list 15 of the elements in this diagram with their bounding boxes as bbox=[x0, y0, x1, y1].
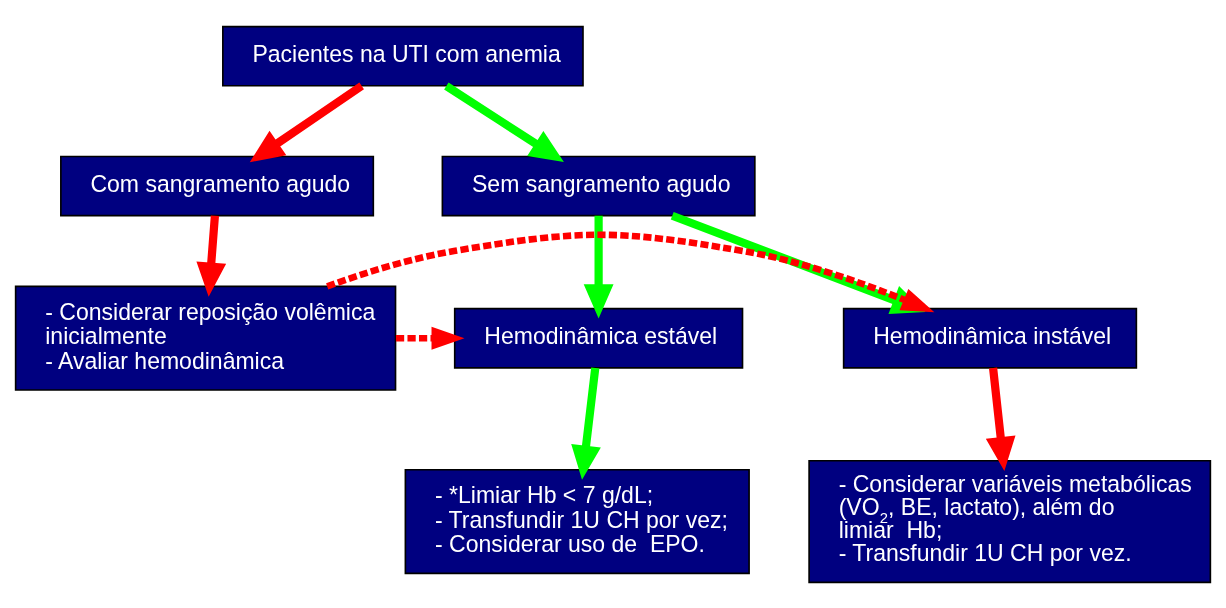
node-box: Com sangramento agudo bbox=[60, 155, 375, 216]
arrow bbox=[444, 81, 564, 162]
node-box: Hemodinâmica estável bbox=[453, 307, 744, 369]
arrow bbox=[395, 326, 465, 350]
arrow bbox=[583, 215, 614, 318]
arrow bbox=[196, 214, 227, 297]
node-box: - *Limiar Hb < 7 g/dL; - Transfundir 1U CH por vez; - Considerar uso de EPO. bbox=[404, 468, 750, 574]
arrow bbox=[985, 367, 1016, 471]
node-box: Sem sangramento agudo bbox=[441, 155, 756, 216]
node-box: Hemodinâmica instável bbox=[842, 307, 1138, 369]
node-box: - Considerar reposição volêmica inicialmente - Avaliar hemodinâmica bbox=[14, 285, 397, 391]
node-box: - Considerar variáveis metabólicas (VO$_{2}$, BE, lactato), além do limiar Hb; - Transfundir 1U CH por vez. bbox=[808, 459, 1212, 583]
node-box: Pacientes na UTI com anemia bbox=[222, 25, 584, 87]
arrow bbox=[249, 82, 364, 162]
arrow bbox=[571, 367, 601, 480]
